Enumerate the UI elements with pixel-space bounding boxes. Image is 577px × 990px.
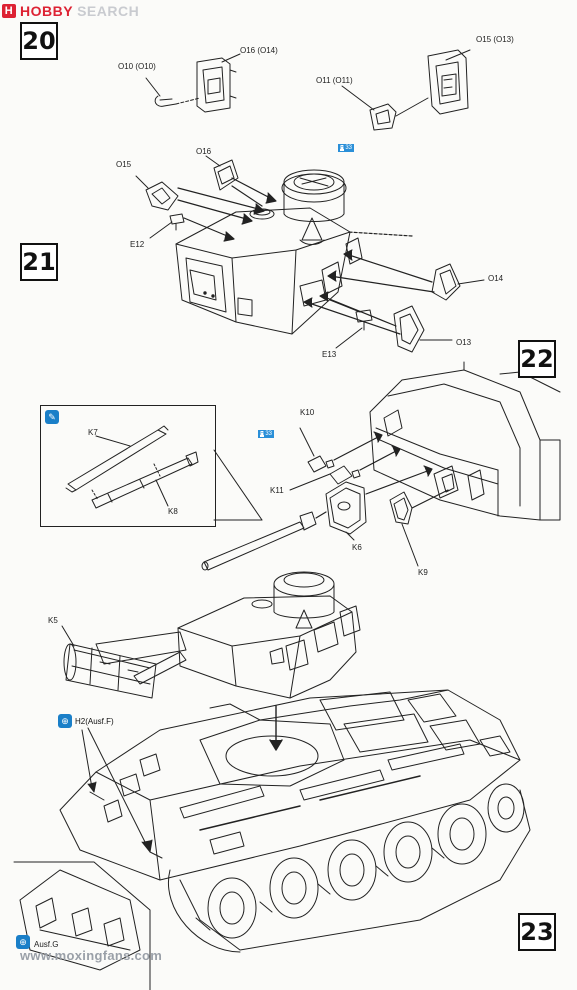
variant-icon: ⊕ [58,714,72,728]
step-number-22: 22 [518,340,556,378]
part-o13 [393,305,425,353]
watermark-suffix: SEARCH [77,3,140,19]
label-inset-variant: Ausf.G [34,940,59,949]
assembly-arrows-21 [177,177,435,335]
watermark-brand: HOBBY [20,3,74,19]
part-o16-hatch-top [196,57,237,113]
part-e12 [169,213,185,231]
ref-tag-1-value: 33 [345,145,353,151]
hull-step23 [59,689,521,881]
part-k9 [389,491,413,525]
label-k9: K9 [418,568,428,577]
label-o13: O13 [456,338,472,347]
label-o15: O15 [116,160,132,169]
part-o16-side [213,159,239,191]
label-k8: K8 [168,507,178,516]
step-number-23: 23 [518,913,556,951]
label-o15-o13: O15 (O13) [476,35,514,44]
part-k10 [307,455,335,473]
part-o15-hatch-top [427,49,469,115]
turret-front-step22 [369,361,561,521]
ref-tag-2-value: 33 [265,431,273,437]
gun-barrel-k [201,511,317,571]
inset-lower-left [13,861,151,990]
label-o16-o14: O16 (O14) [240,46,278,55]
hobbysearch-logo-icon: H [2,4,16,18]
label-k6: K6 [352,543,362,552]
part-o10-handle [154,95,177,107]
part-k11 [329,465,361,485]
turret-on-hull-step23 [63,571,361,699]
step-number-20: 20 [20,22,58,60]
step-number-21: 21 [20,243,58,281]
label-o10-o10: O10 (O10) [118,62,156,71]
label-e12: E12 [130,240,145,249]
label-o14: O14 [488,274,504,283]
label-o11-o11: O11 (O11) [316,76,353,85]
label-k10: K10 [300,408,315,417]
part-o14 [431,263,461,301]
part-o11-visor [369,103,397,131]
ref-tag-2-prefix: H [260,431,265,437]
turret-drop-arrow [269,705,283,751]
part-k6 [325,481,367,535]
label-e13: E13 [322,350,337,359]
glue-icon: ✎ [45,410,59,424]
label-k5: K5 [48,616,58,625]
inset-variant-icon: ⊕ [16,935,30,949]
inset-barrel-parts [65,425,199,509]
inset-detail-box: ✎ [40,405,216,527]
footer-watermark: www.moxingfans.com [20,948,163,963]
part-e13 [355,309,373,331]
h2-leader-lines [81,727,163,859]
label-k7: K7 [88,428,98,437]
assembly-arrows-22 [315,431,449,519]
ref-tag-1: H33 [338,144,355,152]
label-h2-variant: H2(Ausf.F) [75,717,114,726]
turret-body-step21 [175,169,363,335]
part-o15-side [145,181,179,211]
label-o16: O16 [196,147,212,156]
site-watermark: H HOBBY SEARCH [2,3,139,19]
ref-tag-2: H33 [258,430,275,438]
label-k11: K11 [270,486,284,495]
ref-tag-1-prefix: H [340,145,345,151]
running-gear [168,783,531,953]
